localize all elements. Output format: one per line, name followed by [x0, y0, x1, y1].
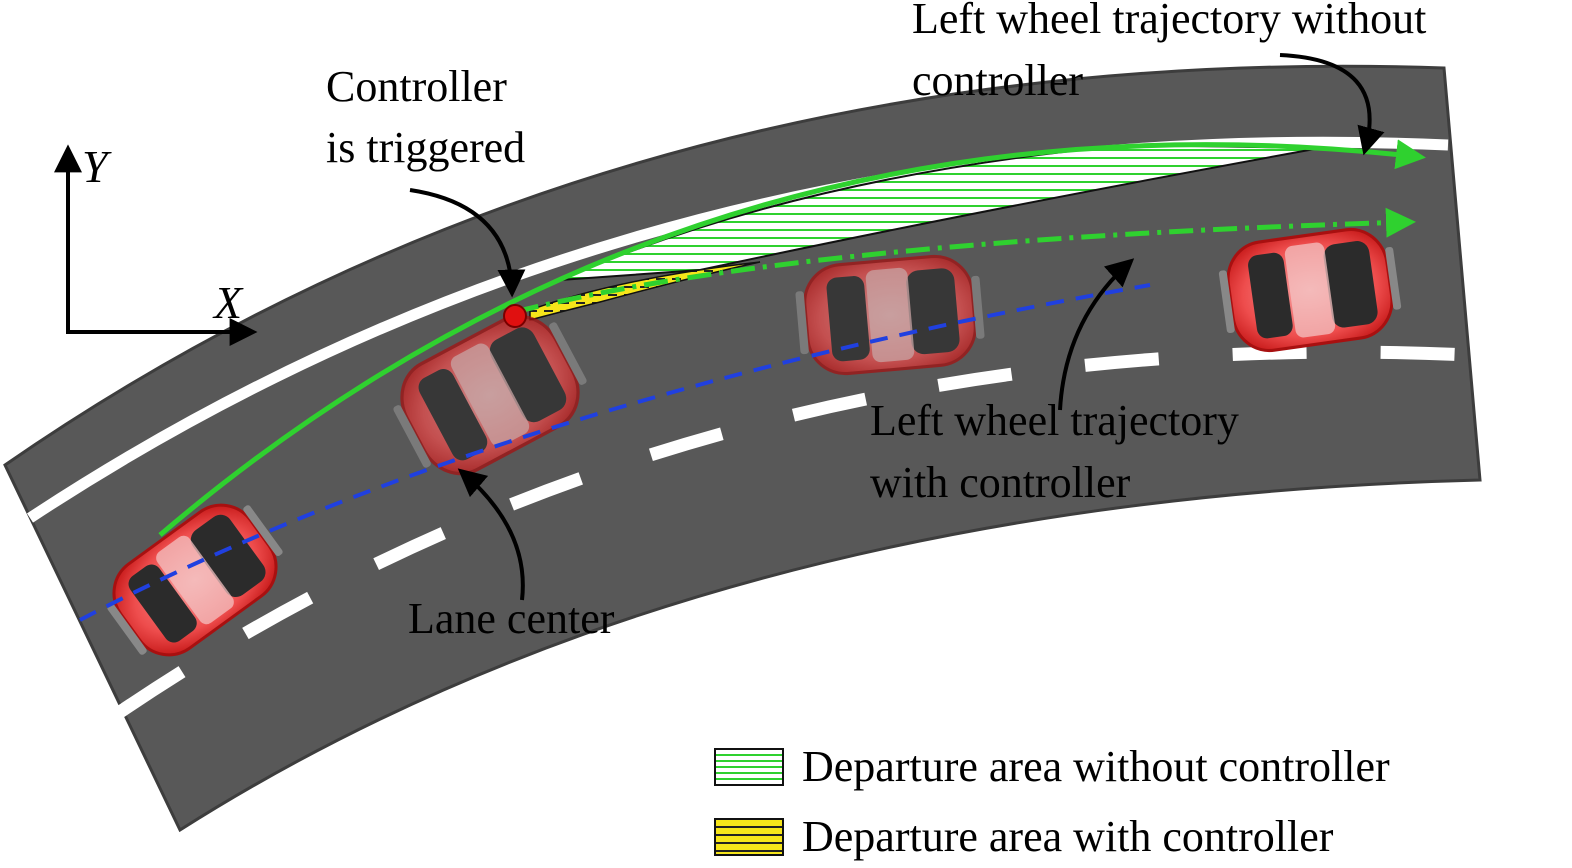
coordinate-axes — [54, 144, 258, 346]
curved-road — [3, 64, 1482, 833]
legend-item-without-controller: Departure area without controller — [714, 740, 1390, 794]
axis-y-label: Y — [82, 141, 108, 192]
legend-item-with-controller: Departure area with controller — [714, 810, 1333, 864]
label-trigger-line2: is triggered — [326, 123, 526, 172]
trajectory-without-controller — [158, 139, 1426, 537]
departure-area-with-controller — [529, 261, 761, 321]
label-without-controller-line2: controller — [912, 56, 1084, 105]
axis-x-label: X — [214, 277, 243, 328]
label-without-controller-line1: Left wheel trajectory without — [912, 0, 1427, 43]
callout-arrow-with — [1058, 258, 1135, 411]
lane-center-line — [79, 283, 1151, 622]
callout-arrow-without — [1279, 53, 1385, 156]
label-trigger-line1: Controller — [326, 62, 507, 111]
lane-divider-dashed — [116, 345, 1471, 718]
trajectory-with-controller — [514, 207, 1416, 315]
trigger-point-marker — [503, 304, 527, 328]
callout-arrow-trigger — [409, 188, 526, 298]
label-with-controller-line1: Left wheel trajectory — [870, 396, 1239, 445]
vehicle-middle — [791, 250, 989, 380]
legend-swatch-green-hatch — [714, 748, 784, 786]
label-lane-center: Lane center — [408, 594, 615, 643]
callout-arrow-lane-center — [457, 468, 525, 601]
legend-label: Departure area with controller — [802, 812, 1334, 861]
label-with-controller-line2: with controller — [870, 458, 1131, 507]
legend-swatch-yellow-dash — [714, 818, 784, 856]
legend-label: Departure area without controller — [802, 742, 1390, 791]
